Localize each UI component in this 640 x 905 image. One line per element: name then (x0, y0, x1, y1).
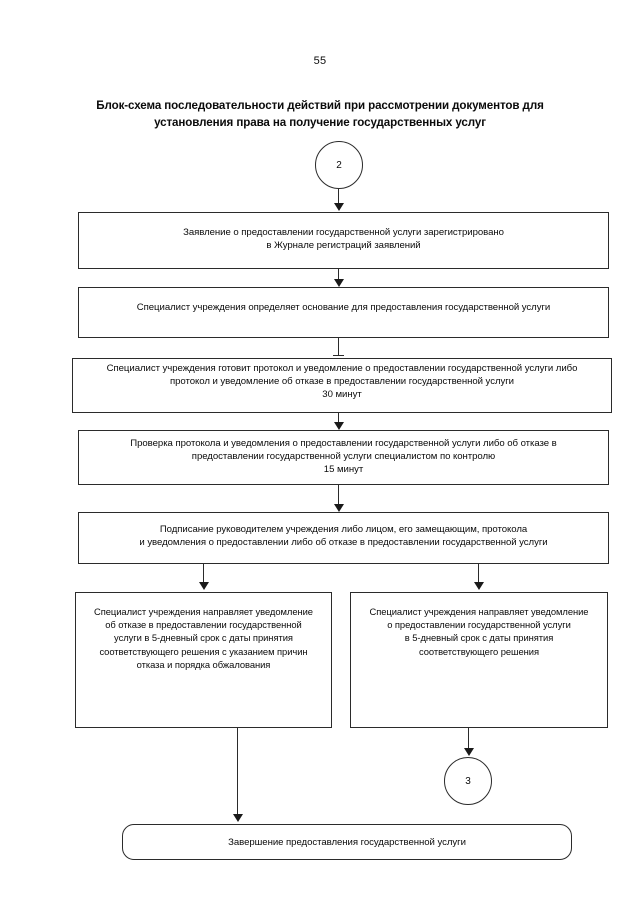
node-signing-line-2: и уведомления о предоставлении либо об о… (139, 537, 548, 549)
page-title: Блок-схема последовательности действий п… (90, 97, 550, 131)
node-completion-line-1: Завершение предоставления государственно… (228, 837, 466, 848)
node-prepare-protocol-text: Специалист учреждения готовит протокол и… (73, 362, 611, 402)
node-application-registered-text: Заявление о предоставлении государственн… (79, 226, 608, 252)
node-refusal-notification-line-5: отказа и порядка обжалования (136, 658, 271, 670)
connector-line-box2-to-box3 (338, 338, 339, 356)
connector-line-box3-to-box4 (338, 413, 339, 425)
connector-circle-2-label: 2 (336, 159, 342, 171)
arrow-circle2-to-box1 (334, 203, 344, 211)
connector-circle-3: 3 (444, 757, 492, 805)
node-check-protocol-line-3: 15 минут (323, 464, 364, 476)
node-prepare-protocol-line-1: Специалист учреждения готовит протокол и… (106, 363, 578, 374)
connector-line-approval-to-circle3 (468, 728, 469, 750)
connector-line-circle2-to-box1 (338, 189, 339, 204)
node-prepare-protocol-line-3: 30 минут (322, 389, 362, 401)
connector-line-signing-to-approval (478, 564, 479, 584)
arrow-signing-to-approval (474, 582, 484, 590)
node-check-protocol-text: Проверка протокола и уведомления о предо… (79, 437, 608, 477)
node-application-registered-line-1: Заявление о предоставлении государственн… (183, 227, 504, 238)
node-approval-notification: Специалист учреждения направляет уведомл… (350, 592, 608, 728)
node-refusal-notification-line-1: Специалист учреждения направляет уведомл… (94, 606, 313, 617)
node-refusal-notification-line-2: об отказе в предоставлении государственн… (105, 619, 302, 631)
arrow-box1-to-box2 (334, 279, 344, 287)
node-signing-line-1: Подписание руководителем учреждения либо… (159, 524, 528, 535)
node-approval-notification-line-4: соответствующего решения (418, 645, 540, 657)
node-application-registered-line-2: в Журнале регистраций заявлений (266, 240, 421, 252)
connector-tick-box2-to-box3 (333, 355, 344, 356)
node-approval-notification-line-2: о предоставлении государственной услуги (387, 619, 571, 631)
node-refusal-notification: Специалист учреждения направляет уведомл… (75, 592, 332, 728)
node-approval-notification-line-1: Специалист учреждения направляет уведомл… (369, 606, 589, 617)
connector-circle-2: 2 (315, 141, 363, 189)
node-completion: Завершение предоставления государственно… (122, 824, 572, 860)
page-title-line-1: Блок-схема последовательности действий п… (96, 99, 544, 112)
connector-line-box1-to-box2 (338, 269, 339, 281)
node-determine-basis-text: Специалист учреждения определяет основан… (79, 301, 608, 314)
node-prepare-protocol: Специалист учреждения готовит протокол и… (72, 358, 612, 413)
node-approval-notification-line-3: в 5-дневный срок с даты принятия (404, 632, 554, 644)
node-determine-basis-line-1: Специалист учреждения определяет основан… (136, 302, 551, 313)
node-signing-text: Подписание руководителем учреждения либо… (79, 523, 608, 549)
arrow-signing-to-refusal (199, 582, 209, 590)
page-number: 55 (313, 55, 327, 67)
connector-circle-3-label: 3 (465, 775, 471, 787)
node-refusal-notification-text: Специалист учреждения направляет уведомл… (76, 605, 331, 671)
arrow-approval-to-circle3 (464, 748, 474, 756)
node-check-protocol: Проверка протокола и уведомления о предо… (78, 430, 609, 485)
arrow-box3-to-box4 (334, 422, 344, 430)
node-determine-basis: Специалист учреждения определяет основан… (78, 287, 609, 338)
connector-line-box4-to-box5 (338, 485, 339, 507)
arrow-box4-to-box5 (334, 504, 344, 512)
page-title-line-2: установления права на получение государс… (154, 116, 486, 129)
node-refusal-notification-line-3: услуги в 5-дневный срок с даты принятия (114, 632, 293, 644)
arrow-refusal-to-completion (233, 814, 243, 822)
node-signing: Подписание руководителем учреждения либо… (78, 512, 609, 564)
node-check-protocol-line-2: предоставлении государственной услуги сп… (191, 451, 496, 463)
node-application-registered: Заявление о предоставлении государственн… (78, 212, 609, 269)
node-completion-text: Завершение предоставления государственно… (123, 836, 571, 849)
node-approval-notification-text: Специалист учреждения направляет уведомл… (351, 605, 607, 658)
node-refusal-notification-line-4: соответствующего решения с указанием при… (99, 645, 308, 657)
connector-line-refusal-to-completion (237, 728, 238, 816)
connector-line-signing-to-refusal (203, 564, 204, 584)
node-prepare-protocol-line-2: протокол и уведомление об отказе в предо… (169, 376, 514, 388)
node-check-protocol-line-1: Проверка протокола и уведомления о предо… (130, 438, 557, 449)
